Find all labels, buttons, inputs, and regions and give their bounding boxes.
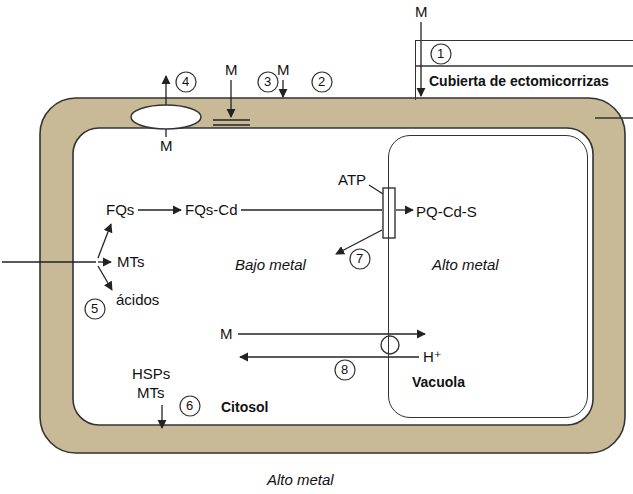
compound-label: FQs bbox=[106, 202, 134, 219]
compound-label: PQ-Cd-S bbox=[416, 204, 477, 221]
region-label: Alto metal bbox=[267, 472, 334, 489]
region-label: Alto metal bbox=[432, 257, 499, 274]
node-title: Cubierta de ectomicorrizas bbox=[429, 74, 609, 89]
compound-label: MTs bbox=[117, 254, 145, 271]
callout-number: 1 bbox=[437, 47, 444, 61]
synthesis-arrow bbox=[98, 224, 111, 258]
metal-symbol: M bbox=[160, 138, 173, 155]
efflux-transporter bbox=[131, 105, 201, 129]
energy-label: ATP bbox=[338, 172, 366, 189]
compound-label: FQs-Cd bbox=[185, 202, 238, 219]
vacuole: Vacuola bbox=[388, 135, 588, 418]
channel-symbol bbox=[213, 119, 250, 120]
synthesis-arrow bbox=[98, 266, 112, 290]
pathway-arrow bbox=[138, 209, 181, 210]
leader-line bbox=[165, 129, 166, 137]
cover-line bbox=[415, 65, 633, 66]
callout-circle bbox=[335, 360, 355, 380]
metal-symbol: M bbox=[277, 62, 290, 79]
callout-number: 2 bbox=[318, 75, 325, 89]
compound-label: MTs bbox=[137, 385, 165, 402]
node-title: Citosol bbox=[221, 400, 268, 415]
cover-line bbox=[595, 117, 633, 118]
compound-label: ácidos bbox=[116, 292, 159, 309]
callout-number: 6 bbox=[186, 399, 193, 413]
ectomycorrhiza-cover: Cubierta de ectomicorrizas bbox=[415, 40, 633, 100]
antiporter-symbol bbox=[381, 336, 399, 354]
ion-label: H⁺ bbox=[423, 349, 442, 366]
leader-line bbox=[369, 185, 383, 194]
callout-circle bbox=[312, 72, 332, 92]
callout-circle bbox=[180, 396, 200, 416]
channel-symbol bbox=[213, 124, 250, 125]
antiport-arrow bbox=[238, 333, 425, 334]
callout-circle bbox=[431, 44, 451, 64]
plant-cell: VacuolaCitosol bbox=[40, 98, 625, 453]
synthesis-arrow bbox=[98, 261, 111, 262]
binding-arrow bbox=[282, 80, 283, 97]
callout-number: 5 bbox=[91, 302, 98, 316]
node-title: Vacuola bbox=[412, 375, 465, 390]
uptake-arrow bbox=[420, 22, 421, 96]
callout-circle bbox=[176, 72, 196, 92]
cell-wall bbox=[40, 98, 625, 453]
callout-number: 4 bbox=[182, 75, 189, 89]
metal-symbol: M bbox=[225, 62, 238, 79]
pathway-arrow bbox=[396, 209, 413, 210]
pathway-arrow bbox=[241, 209, 382, 210]
synthesis-arrow bbox=[2, 261, 96, 262]
region-label: Bajo metal bbox=[235, 257, 306, 274]
antiport-arrow bbox=[240, 356, 419, 357]
callout-circle bbox=[258, 72, 278, 92]
efflux-arrow bbox=[165, 76, 166, 105]
abc-transporter bbox=[383, 188, 395, 238]
metal-symbol: M bbox=[220, 326, 233, 343]
callout-number: 7 bbox=[356, 252, 363, 266]
callout-number: 8 bbox=[341, 363, 348, 377]
uptake-arrow bbox=[230, 80, 231, 117]
callout-number: 3 bbox=[264, 75, 271, 89]
metal-symbol: M bbox=[415, 4, 428, 21]
compound-label: HSPs bbox=[132, 366, 170, 383]
repair-arrow bbox=[161, 405, 162, 428]
callout-circle bbox=[350, 249, 370, 269]
plasma-membrane bbox=[73, 128, 593, 425]
callout-circle bbox=[85, 299, 105, 319]
